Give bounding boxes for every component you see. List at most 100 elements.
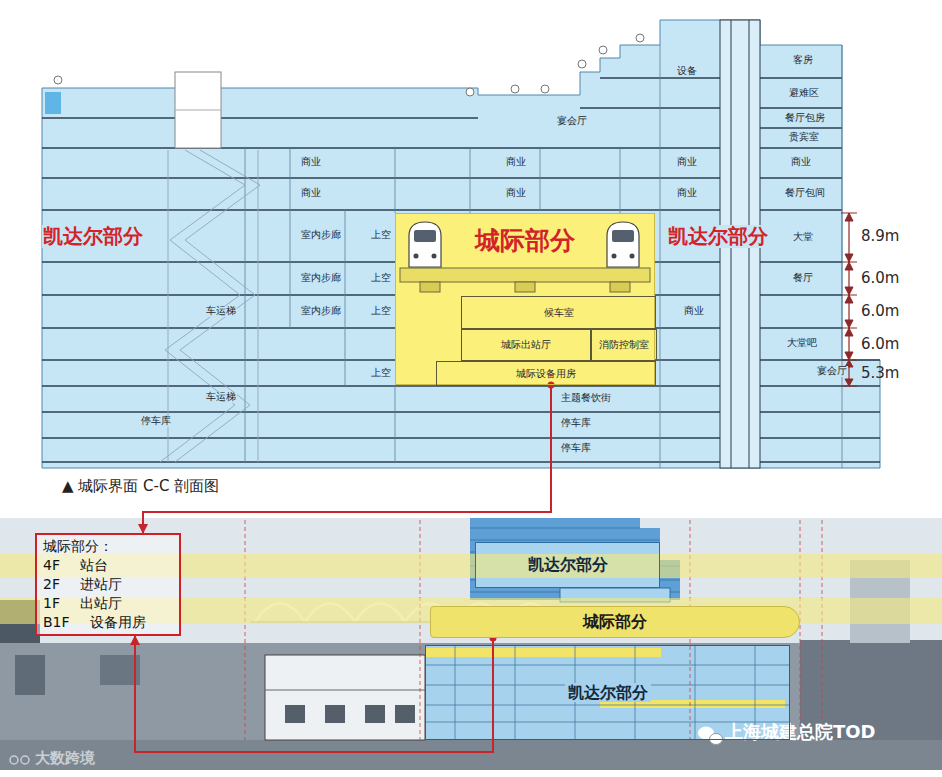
room-cell: 城际设备用房 <box>436 361 656 386</box>
intercity-band: 城际部分 <box>430 606 800 638</box>
room-label: 车运梯 <box>205 392 237 403</box>
room-label: 主题餐饮街 <box>560 393 612 404</box>
tower-rendering <box>470 528 640 529</box>
rendering-ground <box>100 655 140 685</box>
dimension-arrows <box>845 262 853 270</box>
watermark-logo <box>10 756 18 764</box>
room-label: 室内步廊 <box>300 230 342 241</box>
room-label: 餐厅包房 <box>784 113 826 124</box>
train-platform <box>400 268 650 292</box>
lower-building <box>426 648 661 657</box>
dimension-arrows <box>845 320 853 328</box>
zone-label: 凯达尔部分 <box>42 225 144 248</box>
underground-station <box>265 655 425 740</box>
train-symbol <box>630 254 635 259</box>
building-section <box>42 20 880 468</box>
wall-lines <box>395 148 396 213</box>
intercity-fill <box>395 213 655 385</box>
floor-lines <box>42 117 175 118</box>
building-section <box>42 20 880 468</box>
train-symbol <box>414 254 419 259</box>
room-label: 停车库 <box>560 443 592 454</box>
roof-trees <box>578 60 586 68</box>
grid-axis-lines <box>800 520 801 740</box>
wall-lines <box>345 210 346 386</box>
wall-lines <box>620 148 621 213</box>
room-label: 停车库 <box>560 418 592 429</box>
wall-lines <box>470 148 471 213</box>
room-label: 宴会厅 <box>556 116 588 127</box>
underground-station <box>285 705 305 723</box>
room-label: 车运梯 <box>205 306 237 317</box>
room-label: 停车库 <box>140 416 172 427</box>
room-label: 设备 <box>676 66 698 77</box>
connector-line <box>135 636 493 752</box>
intercity-zone: 城际部分候车室城际出站厅消防控制室城际设备用房 <box>395 213 655 385</box>
rendering-ground <box>0 740 942 770</box>
room-label: 避难区 <box>788 88 820 99</box>
lower-building <box>425 665 790 666</box>
wall-lines <box>245 148 246 462</box>
wall-lines <box>540 148 541 210</box>
lower-building <box>425 705 790 706</box>
room-label: 商业 <box>505 157 527 168</box>
floor-lines <box>760 127 842 128</box>
train-platform <box>420 282 440 292</box>
dimension-arrows <box>841 213 857 386</box>
connector <box>143 382 555 534</box>
skylight <box>175 110 221 111</box>
escalator-atrium <box>160 150 260 462</box>
callout-line: 城际部分： <box>43 537 113 556</box>
room-cell: 城际出站厅 <box>461 329 591 361</box>
floor-lines <box>221 117 478 118</box>
watermark-logo <box>10 727 723 765</box>
dimension-label: 8.9m <box>860 228 900 245</box>
room-label: 上空 <box>370 230 392 241</box>
room-label: 上空 <box>370 273 392 284</box>
room-label: 商业 <box>683 306 705 317</box>
callout-line: 4F 站台 <box>43 556 108 575</box>
node-label: 凯达尔部分 <box>565 683 651 702</box>
room-label: 商业 <box>300 188 322 199</box>
room-label: 大堂 <box>792 232 814 243</box>
dimension-arrows <box>845 287 853 295</box>
node-label: 城际设备用房 <box>516 368 576 379</box>
room-cell: 消防控制室 <box>591 329 657 361</box>
roof-trees <box>54 76 62 84</box>
node-label: 城际部分 <box>583 612 647 631</box>
wall-lines <box>290 148 291 328</box>
grid-axis-lines <box>245 520 822 740</box>
callout-line: 1F 出站厅 <box>43 594 122 613</box>
connector-dot <box>548 382 555 389</box>
room-label: 室内步廊 <box>300 273 342 284</box>
grid-axis-lines <box>245 520 246 740</box>
callout-line: B1F 设备用房 <box>43 613 146 632</box>
grid-axis-lines <box>822 520 823 740</box>
room-label: 室内步廊 <box>300 306 342 317</box>
train-symbol <box>432 254 437 259</box>
watermark: 大数跨境 <box>34 750 96 767</box>
underground-station <box>325 705 345 723</box>
dimension-arrows <box>845 352 853 360</box>
node-label: 凯达尔部分 <box>528 555 608 574</box>
room-label: 商业 <box>676 188 698 199</box>
room-label: 贵宾室 <box>788 132 820 143</box>
node-label: 候车室 <box>544 307 574 318</box>
building-block: 凯达尔部分 <box>475 542 660 588</box>
escalator-atrium <box>258 150 259 462</box>
dimension-arrows <box>845 213 853 221</box>
train-platform <box>400 268 650 282</box>
train-symbol <box>409 222 441 267</box>
dimension-arrows <box>845 328 853 336</box>
underground-station <box>395 705 415 723</box>
figure-caption: ▲ 城际界面 C-C 剖面图 <box>62 478 219 495</box>
room-label: 餐厅包间 <box>784 188 826 199</box>
room-label: 上空 <box>370 368 392 379</box>
room-label: 商业 <box>505 188 527 199</box>
skylight <box>175 72 221 148</box>
building-block: 凯达尔部分 <box>425 645 790 740</box>
dimension-label: 6.0m <box>860 336 900 353</box>
dimension-label: 5.3m <box>860 365 900 382</box>
node-label: 城际部分 <box>475 226 575 256</box>
rendering-ground <box>15 655 45 695</box>
